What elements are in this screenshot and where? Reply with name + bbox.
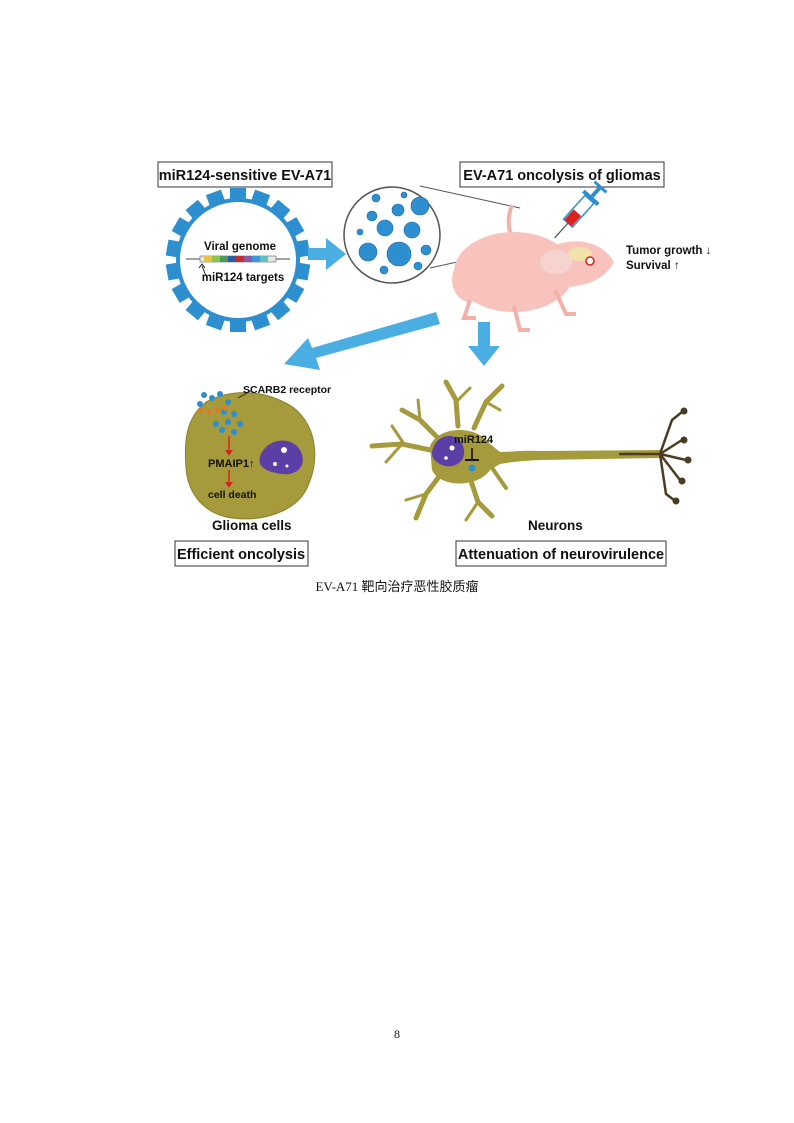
cell-death-label: cell death xyxy=(208,489,256,501)
survival-label: Survival ↑ xyxy=(626,260,680,272)
arrow-to-glioma-icon xyxy=(284,312,440,370)
arrow-right-icon xyxy=(308,238,346,270)
arrow-to-neuron-icon xyxy=(468,322,500,366)
mir124-label: miR124 xyxy=(454,434,494,446)
blocked-virion xyxy=(469,465,476,472)
syringe-icon xyxy=(547,179,609,244)
box-efficient-oncolysis: Efficient oncolysis xyxy=(175,541,308,566)
box-attenuation-neurovirulence: Attenuation of neurovirulence xyxy=(456,541,666,566)
box-mir124-sensitive-label: miR124-sensitive EV-A71 xyxy=(159,168,331,184)
tumor-growth-label: Tumor growth ↓ xyxy=(626,245,711,257)
box-mir124-sensitive: miR124-sensitive EV-A71 xyxy=(158,162,332,187)
page-number: 8 xyxy=(0,1027,794,1042)
neuron-cell: miR124 xyxy=(372,382,692,520)
viral-genome-label: Viral genome xyxy=(204,241,276,253)
box-oncolysis-gliomas: EV-A71 oncolysis of gliomas xyxy=(460,162,664,187)
neurons-label: Neurons xyxy=(528,518,583,533)
virus-particle: Viral genome miR124 targets xyxy=(166,188,311,332)
mir124-targets-label: miR124 targets xyxy=(202,272,284,284)
figure-caption: EV-A71 靶向治疗恶性胶质瘤 xyxy=(0,576,794,595)
box-attenuation-neurovirulence-label: Attenuation of neurovirulence xyxy=(458,547,664,563)
glioma-cell: SCARB2 receptor PMAIP1↑ cell death xyxy=(185,384,331,519)
viral-genome-bar xyxy=(186,256,290,262)
glioma-cells-label: Glioma cells xyxy=(212,518,292,533)
scarb2-receptor-label: SCARB2 receptor xyxy=(243,384,331,396)
box-efficient-oncolysis-label: Efficient oncolysis xyxy=(177,547,305,563)
mouse-illustration xyxy=(452,205,614,330)
pmaip1-label: PMAIP1↑ xyxy=(208,458,254,470)
box-oncolysis-gliomas-label: EV-A71 oncolysis of gliomas xyxy=(463,168,660,184)
